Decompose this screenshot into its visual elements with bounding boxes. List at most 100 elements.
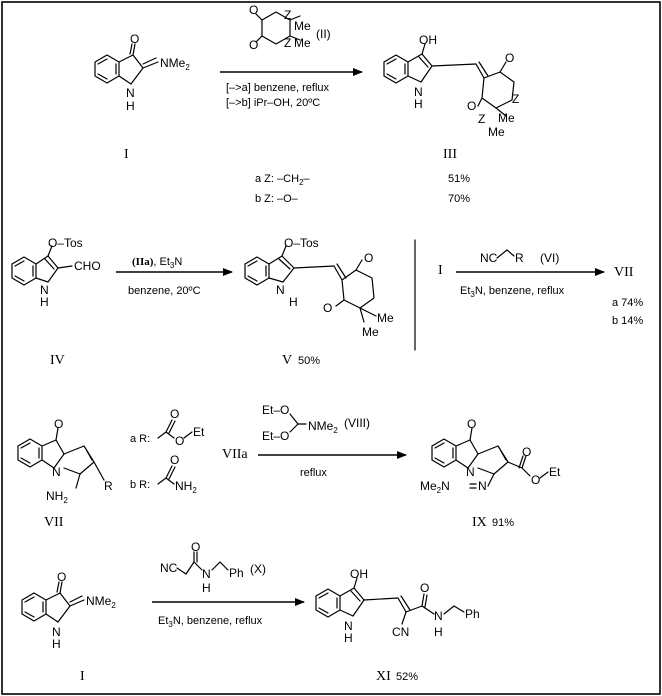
substituent-b-Z: b Z: –O–: [255, 193, 299, 205]
yield-III-a: 51%: [448, 173, 470, 185]
atom-O: O: [130, 32, 139, 46]
atom-R: R: [104, 479, 113, 493]
atom-H: H: [52, 637, 61, 651]
atom-CN: CN: [392, 625, 409, 639]
compound-label-IV: IV: [50, 353, 65, 368]
atom-H: H: [344, 631, 353, 645]
yield-III-b: 70%: [448, 193, 470, 205]
atom-N: N: [478, 479, 487, 493]
atom-Me: Me: [498, 111, 515, 125]
compound-label-I: I: [124, 147, 129, 162]
condition-r3: Et3N, benzene, reflux: [460, 285, 565, 299]
atom-O: O: [54, 417, 63, 431]
reagent-VI-label: (VI): [540, 251, 559, 265]
reagent-VIII-label: (VIII): [344, 416, 370, 430]
atom-O: O: [420, 581, 429, 595]
compound-label-I-r5: I: [80, 669, 85, 684]
atom-H: H: [434, 625, 443, 639]
atom-N: N: [202, 567, 211, 581]
substituent-a-Z: a Z: –CH2–: [255, 173, 310, 187]
compound-label-VII-r3: VII: [614, 265, 634, 280]
atom-O: O: [467, 99, 476, 113]
atom-Z: Z: [284, 36, 291, 50]
compound-VII-structure: O N R NH2: [17, 417, 113, 505]
atom-H: H: [40, 295, 49, 309]
yield-VII-a: a 74%: [612, 297, 643, 309]
compound-label-VII: VII: [44, 515, 64, 530]
yield-XI: 52%: [396, 671, 418, 683]
atom-Et: Et: [193, 425, 205, 439]
atom-OTos: O–Tos: [48, 236, 83, 250]
compound-I-structure-r5: O N H NMe2: [21, 570, 116, 651]
atom-N: N: [434, 609, 443, 623]
reagent-IIa-condition: (IIa), Et3N: [132, 256, 182, 270]
reagent-X-structure: NC O N H Ph: [160, 540, 244, 595]
atom-NC: NC: [480, 251, 498, 265]
atom-N: N: [276, 283, 285, 297]
atom-H: H: [126, 99, 135, 113]
atom-EtO: Et–O: [262, 403, 289, 417]
atom-O: O: [170, 453, 179, 467]
compound-label-I-r3: I: [438, 263, 443, 278]
atom-OH: OH: [350, 567, 368, 581]
condition-r1-a: [–>a] benzene, reflux: [226, 82, 330, 94]
compound-IX-structure: O N N O O Et Me2N: [420, 417, 561, 495]
reagent-X-label: (X): [250, 562, 266, 576]
atom-NC: NC: [160, 561, 178, 575]
compound-label-V: V: [282, 353, 292, 368]
atom-EtO: Et–O: [262, 429, 289, 443]
yield-IX: 91%: [492, 517, 514, 529]
yield-VII-b: b 14%: [612, 315, 643, 327]
condition-r4: reflux: [300, 467, 327, 479]
atom-NH2: NH2: [175, 479, 197, 495]
atom-O: O: [249, 38, 258, 52]
atom-O: O: [170, 407, 179, 421]
atom-NH2: NH2: [46, 489, 68, 505]
condition-r2: benzene, 20ºC: [128, 285, 201, 297]
atom-Me: Me: [377, 311, 394, 325]
reagent-VIII-structure: Et–O Et–O NMe2: [262, 403, 338, 443]
condition-r1-b: [–>b] iPr–OH, 20ºC: [226, 97, 320, 109]
atom-Et: Et: [549, 465, 561, 479]
atom-O: O: [175, 434, 184, 448]
atom-H: H: [289, 295, 298, 309]
atom-Ph: Ph: [465, 607, 480, 621]
atom-Z: Z: [512, 92, 519, 106]
reagent-VI-structure: NC R: [480, 249, 524, 265]
atom-N: N: [126, 86, 135, 100]
atom-N: N: [52, 465, 61, 479]
atom-O: O: [505, 51, 514, 65]
atom-Ph: Ph: [229, 566, 244, 580]
atom-O: O: [249, 3, 258, 17]
condition-r5: Et3N, benzene, reflux: [158, 615, 263, 629]
atom-Me: Me: [294, 36, 311, 50]
substituent-b-R-label: b R:: [130, 479, 150, 491]
atom-O: O: [522, 445, 531, 459]
atom-Z: Z: [478, 112, 485, 126]
atom-N: N: [466, 465, 475, 479]
atom-O: O: [364, 251, 373, 265]
atom-H: H: [414, 97, 423, 111]
atom-O: O: [323, 301, 332, 315]
atom-NMe2: NMe2: [86, 594, 116, 610]
atom-OH: OH: [419, 33, 437, 47]
compound-V-structure: O–Tos O O N H Me Me: [244, 236, 394, 339]
compound-XI-structure: OH N H CN O N H Ph: [315, 567, 480, 645]
atom-R: R: [515, 251, 524, 265]
atom-O: O: [57, 570, 66, 584]
substituent-a-R-label: a R:: [130, 433, 150, 445]
atom-Me: Me: [488, 125, 505, 139]
atom-N: N: [40, 283, 49, 297]
atom-Z: Z: [284, 8, 291, 22]
atom-CHO: CHO: [74, 259, 101, 273]
reagent-II-structure: O O Z Z Me Me: [249, 3, 311, 52]
substituent-R-a: a R: O O Et: [130, 407, 205, 448]
compound-III-structure: OH N H O O Z Z Me Me: [383, 33, 519, 139]
atom-N: N: [414, 85, 423, 99]
atom-NMe2: NMe2: [308, 419, 338, 435]
compound-label-VIIa: VIIa: [222, 447, 248, 462]
compound-I-structure: O N H NMe2: [94, 32, 190, 113]
atom-H: H: [202, 581, 211, 595]
